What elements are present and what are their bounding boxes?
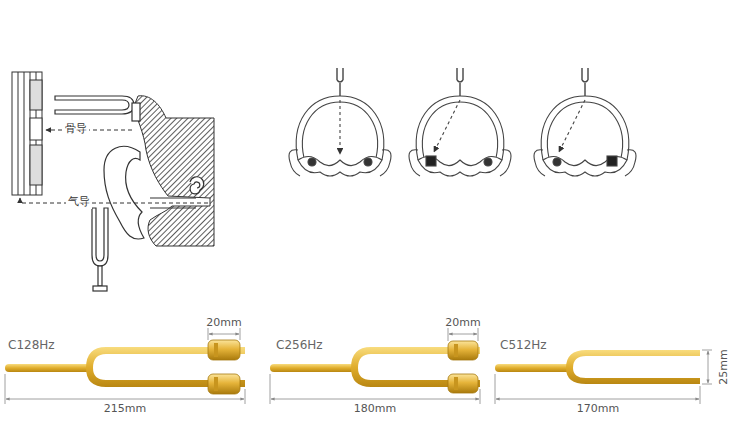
line-art	[457, 68, 463, 96]
line-art	[434, 100, 460, 152]
auricle	[104, 146, 144, 239]
skull-1	[289, 68, 391, 176]
cochlea	[190, 177, 204, 194]
rect-shape	[270, 364, 356, 372]
rect-shape	[454, 344, 458, 357]
line-shape	[448, 328, 449, 341]
line-art	[55, 96, 134, 114]
rect-shape	[448, 341, 478, 360]
line-shape	[480, 389, 481, 404]
dimension-label: 170mm	[577, 403, 619, 416]
frequency-label: C256Hz	[276, 339, 323, 353]
line-art	[289, 150, 300, 176]
line-art	[298, 156, 382, 176]
line-art	[422, 102, 497, 158]
rect-shape	[12, 72, 42, 195]
line-shape	[702, 350, 712, 351]
tuning-fork-air	[92, 208, 108, 291]
line-shape	[271, 399, 479, 400]
dimension-label: 180mm	[354, 403, 396, 416]
rect-shape	[30, 118, 42, 140]
line-shape	[702, 384, 712, 385]
skull-2	[409, 68, 511, 176]
circle-shape	[308, 158, 316, 166]
rect-shape	[5, 364, 91, 372]
line-art	[547, 102, 622, 158]
rect-shape	[426, 156, 436, 166]
line-art	[625, 150, 636, 176]
line-art	[416, 96, 504, 160]
ear-illustration	[12, 72, 214, 291]
frequency-label: C128Hz	[8, 339, 55, 353]
dimension-lines	[5, 328, 712, 404]
dimension-label: 215mm	[104, 403, 146, 416]
line-art	[296, 96, 384, 160]
line-shape	[18, 72, 19, 195]
line-art	[534, 150, 545, 176]
rect-shape	[214, 343, 218, 357]
tuning-fork-bone	[55, 96, 140, 121]
line-shape	[700, 386, 701, 404]
line-art	[380, 150, 391, 176]
tuning-fork-512	[495, 350, 700, 384]
line-shape	[449, 334, 477, 335]
line-art	[559, 100, 585, 152]
rect-shape	[208, 374, 240, 394]
dimension-label: 20mm	[445, 317, 480, 330]
scale-bars	[12, 72, 42, 195]
line-art	[541, 96, 629, 160]
circle-shape	[553, 158, 561, 166]
rect-shape	[30, 145, 42, 185]
line-art	[543, 156, 627, 176]
line-shape	[495, 374, 496, 404]
circle-shape	[364, 158, 372, 166]
head-section	[134, 96, 214, 246]
line-art	[418, 156, 502, 176]
skull-views	[289, 68, 636, 176]
line-art	[500, 150, 511, 176]
circle-shape	[484, 158, 492, 166]
line-art	[582, 68, 588, 96]
rect-shape	[132, 103, 140, 121]
line-art	[339, 100, 340, 154]
line-shape	[240, 328, 241, 340]
rect-shape	[214, 377, 218, 391]
rect-shape	[93, 286, 107, 291]
line-shape	[496, 399, 699, 400]
line-shape	[5, 374, 6, 404]
line-shape	[245, 389, 246, 404]
line-shape	[209, 334, 239, 335]
line-shape	[270, 374, 271, 404]
line-art	[409, 150, 420, 176]
skull-3	[534, 68, 636, 176]
line-art	[92, 208, 108, 266]
rect-shape	[98, 266, 102, 286]
air-path	[20, 198, 208, 203]
line-shape	[478, 328, 479, 341]
line-shape	[708, 351, 709, 383]
tuning-fork-128	[5, 340, 245, 394]
line-art	[566, 350, 700, 384]
dimension-label: 20mm	[206, 317, 241, 330]
bone-path	[46, 130, 132, 131]
dimension-label: 25mm	[718, 349, 731, 384]
line-art	[337, 68, 343, 96]
rect-shape	[208, 340, 240, 360]
rect-shape	[30, 80, 42, 110]
line-shape	[208, 328, 209, 340]
line-shape	[6, 399, 244, 400]
rect-shape	[454, 377, 458, 390]
rect-shape	[495, 364, 571, 372]
line-shape	[24, 72, 25, 195]
bone-label: 骨导	[63, 123, 89, 136]
frequency-label: C512Hz	[500, 339, 547, 353]
rect-shape	[607, 156, 617, 166]
air-label: 气导	[66, 196, 92, 209]
rect-shape	[448, 374, 478, 393]
